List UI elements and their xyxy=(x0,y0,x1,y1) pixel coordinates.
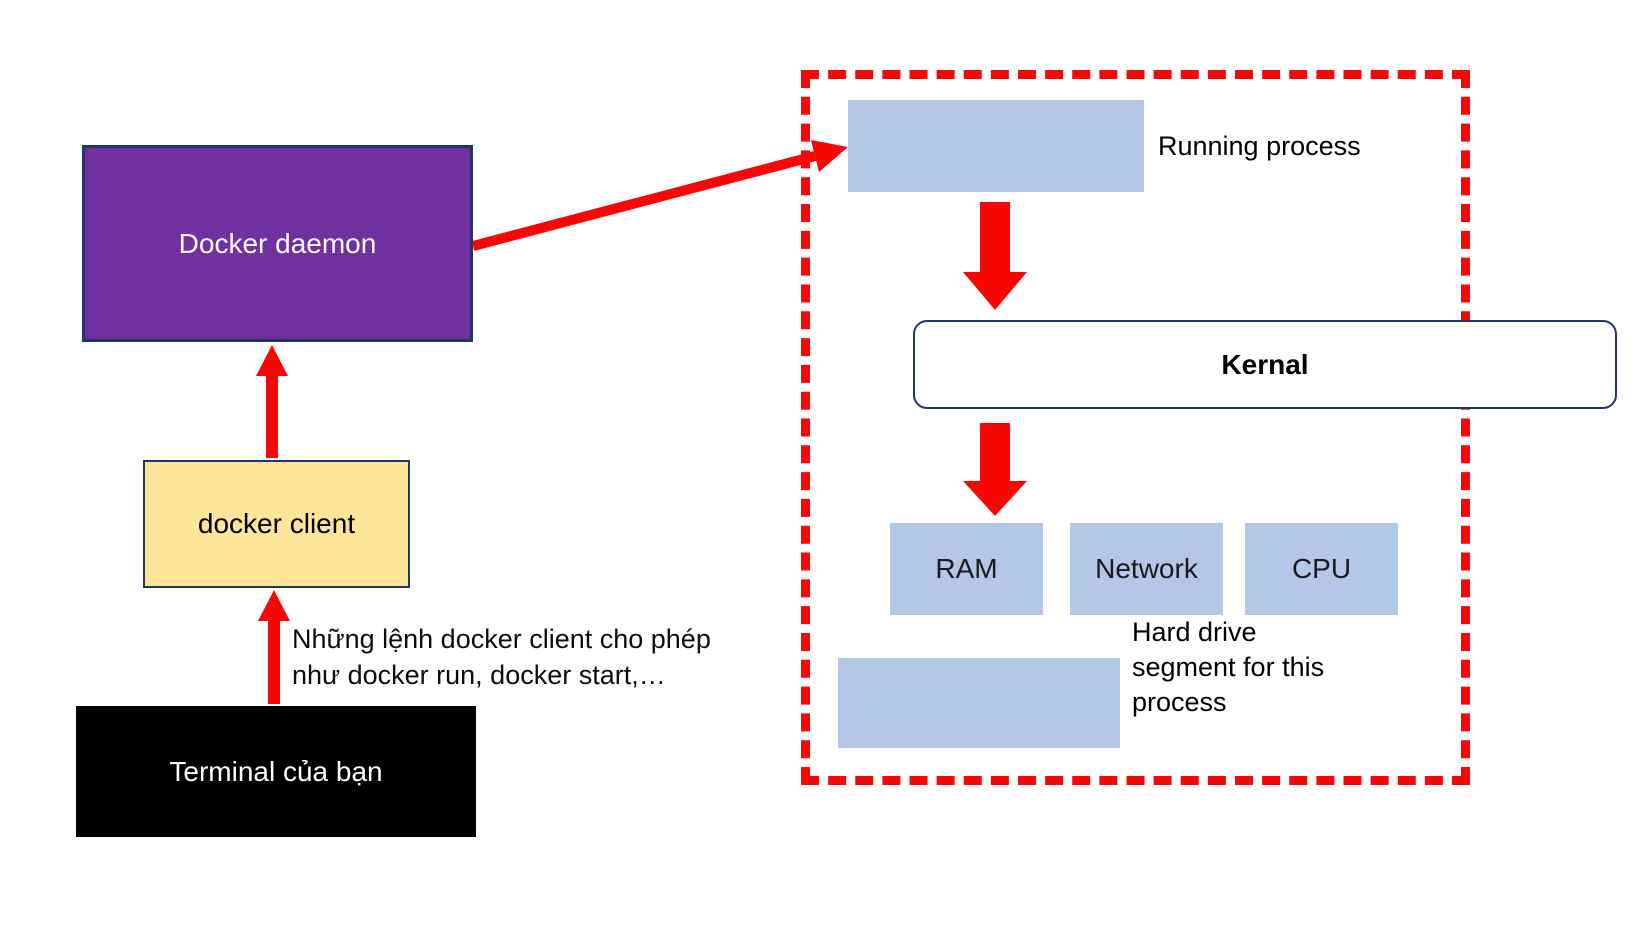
hard-drive-label-line2: segment for this xyxy=(1132,652,1325,682)
hard-drive-segment-box xyxy=(838,658,1120,748)
ram-label: RAM xyxy=(935,553,998,584)
client-to-daemon-arrowhead xyxy=(256,345,288,376)
kernel-label: Kernal xyxy=(1221,348,1309,380)
docker-client-label: docker client xyxy=(197,508,356,539)
network-label: Network xyxy=(1095,553,1198,584)
running-process-label-text: Running process xyxy=(1158,130,1361,161)
terminal-to-client-arrowhead xyxy=(258,590,290,621)
client-commands-note-line1: Những lệnh docker client cho phép xyxy=(292,624,711,654)
running-process-label: Running process xyxy=(1158,100,1361,192)
ram-box: RAM xyxy=(890,523,1043,615)
hard-drive-label-line3: process xyxy=(1132,687,1227,717)
running-process-box xyxy=(848,100,1144,192)
cpu-label: CPU xyxy=(1291,553,1352,584)
hard-drive-segment-label: Hard drive segment for this process xyxy=(1132,615,1342,720)
docker-daemon-box: Docker daemon xyxy=(82,145,473,342)
host-boundary-dashed-box xyxy=(801,70,1470,785)
client-commands-note-line2: như docker run, docker start,… xyxy=(292,660,666,690)
client-commands-note: Những lệnh docker client cho phép như do… xyxy=(292,621,752,693)
network-box: Network xyxy=(1070,523,1223,615)
daemon-to-process-arrow-line xyxy=(471,151,817,251)
docker-client-box: docker client xyxy=(143,460,410,588)
kernel-box: Kernal xyxy=(913,320,1617,409)
terminal-label: Terminal của bạn xyxy=(169,755,383,787)
docker-daemon-label: Docker daemon xyxy=(178,227,377,259)
cpu-box: CPU xyxy=(1245,523,1398,615)
terminal-box: Terminal của bạn xyxy=(76,706,476,837)
hard-drive-label-line1: Hard drive xyxy=(1132,617,1257,647)
